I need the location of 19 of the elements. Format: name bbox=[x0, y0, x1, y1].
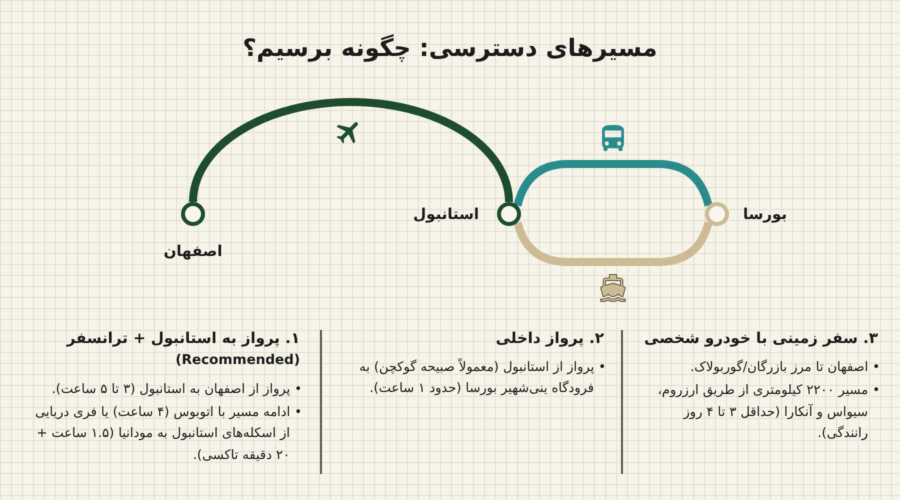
station-circle bbox=[705, 202, 729, 226]
page-title: مسیرهای دسترسی: چگونه برسیم؟ bbox=[242, 33, 658, 64]
city-label: استانبول bbox=[412, 204, 480, 225]
bullet-text: • پرواز از استانبول (معمولاً صبیحه گوکچن) به فرودگاه ینی‌شهیر بورسا (حدود ۱ ساعت). bbox=[358, 357, 606, 398]
city-label: اصفهان bbox=[162, 241, 224, 262]
route-line bbox=[189, 98, 513, 202]
section-heading: ۱. پرواز به استانبول + ترانسفر bbox=[65, 328, 301, 349]
route-line bbox=[514, 221, 712, 266]
station-circle bbox=[497, 202, 521, 226]
section-subtitle: (Recommended) bbox=[174, 351, 301, 370]
route-line bbox=[514, 160, 712, 207]
station-circle bbox=[181, 202, 205, 226]
bullet-text: • اصفهان تا مرز بازرگان/گوربولاک. bbox=[689, 358, 880, 377]
section-heading: ۲. پرواز داخلی bbox=[494, 328, 605, 349]
bullet-text: • ادامه مسیر با اتوبوس (۴ ساعت) یا فری دریایی از اسکله‌های استانبول به مودانیا (۱.۵ ساعت + ۲۰ دقیقه تاکسی). bbox=[34, 404, 302, 465]
bullet-text: • پرواز از اصفهان به استانبول (۳ تا ۵ ساعت). bbox=[50, 380, 302, 399]
bullet-text: • مسیر ۲۲۰۰ کیلومتری از طریق ارزروم، سیواس و آنکارا (حداقل ۳ تا ۴ روز رانندگی). bbox=[656, 382, 880, 444]
section-heading: ۳. سفر زمینی با خودرو شخصی bbox=[643, 328, 879, 349]
city-label: بورسا bbox=[742, 204, 788, 225]
